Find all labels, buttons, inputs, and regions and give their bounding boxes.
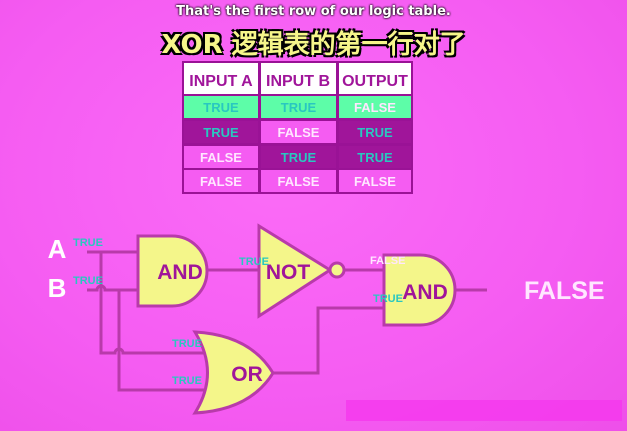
table-cell-value: TRUE bbox=[357, 125, 393, 140]
overlay-bar bbox=[346, 400, 622, 421]
subtitle-english: That's the first row of our logic table. bbox=[176, 4, 451, 19]
and2-label: AND bbox=[402, 281, 448, 304]
or-label: OR bbox=[231, 363, 263, 386]
table-cell-value: TRUE bbox=[203, 125, 239, 140]
input-a-value: TRUE bbox=[73, 237, 103, 249]
table-cell bbox=[261, 121, 336, 143]
and1-label: AND bbox=[157, 261, 203, 284]
table-cell-value: FALSE bbox=[354, 100, 396, 115]
header-cell bbox=[339, 63, 411, 94]
final-output-value: FALSE bbox=[524, 277, 605, 305]
header-cell bbox=[261, 63, 336, 94]
table-cell bbox=[261, 170, 336, 192]
table-cell-value: FALSE bbox=[200, 150, 242, 165]
table-cell-value: FALSE bbox=[354, 174, 396, 189]
not-label: NOT bbox=[266, 261, 311, 284]
header-input-a: INPUT A bbox=[189, 73, 253, 90]
and1-output-value: TRUE bbox=[239, 256, 269, 268]
table-cell-value: TRUE bbox=[203, 100, 239, 115]
input-b-label: B bbox=[48, 273, 67, 303]
header-input-b: INPUT B bbox=[266, 73, 330, 90]
table-cell-value: FALSE bbox=[278, 125, 320, 140]
and-gate-1 bbox=[136, 234, 209, 308]
input-b-value: TRUE bbox=[73, 275, 103, 287]
table-cell bbox=[184, 121, 258, 143]
not-output-value: FALSE bbox=[370, 255, 405, 267]
or-input-2-value: TRUE bbox=[172, 375, 202, 387]
table-cell bbox=[184, 170, 258, 192]
wire-b-to-or bbox=[117, 290, 205, 392]
table-cell bbox=[261, 96, 336, 118]
table-cell bbox=[339, 146, 411, 168]
or-input-1-value: TRUE bbox=[172, 338, 202, 350]
header-output: OUTPUT bbox=[342, 73, 408, 90]
table-cell-value: TRUE bbox=[357, 150, 393, 165]
and-gate-2 bbox=[382, 253, 457, 327]
wire-or-to-and2 bbox=[272, 306, 384, 375]
truth-table: INPUT A INPUT B OUTPUT TRUE TRUE FALSE TRUE… bbox=[182, 61, 413, 194]
table-cell-value: TRUE bbox=[281, 150, 317, 165]
subtitle-chinese: XOR 逻辑表的第一行对了 bbox=[161, 30, 466, 60]
or-gate bbox=[192, 330, 275, 415]
header-cell bbox=[184, 63, 258, 94]
not-gate bbox=[257, 223, 333, 319]
table-cell bbox=[261, 146, 336, 168]
table-cell bbox=[184, 146, 258, 168]
wires bbox=[87, 250, 487, 392]
not-bubble bbox=[328, 261, 346, 279]
table-cell-value: FALSE bbox=[200, 174, 242, 189]
table-cell bbox=[339, 121, 411, 143]
table-cell bbox=[184, 96, 258, 118]
table-cell bbox=[339, 170, 411, 192]
input-a-label: A bbox=[48, 234, 67, 264]
table-cell-value: FALSE bbox=[278, 174, 320, 189]
table-cell bbox=[339, 96, 411, 118]
or-output-value: TRUE bbox=[373, 293, 403, 305]
table-cell-value: TRUE bbox=[281, 100, 317, 115]
